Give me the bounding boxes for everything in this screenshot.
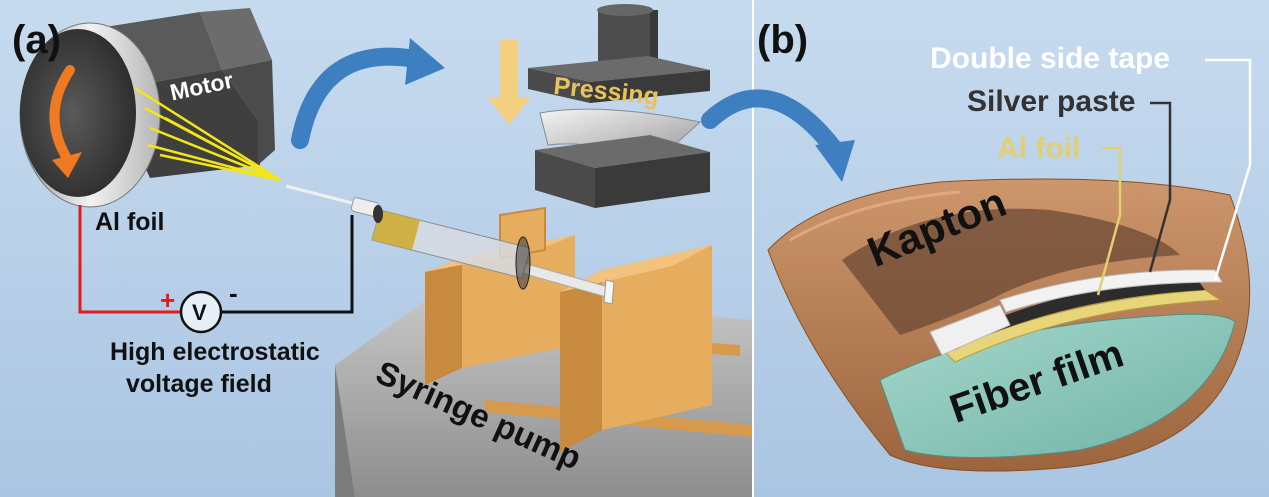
press-upper-plate-top: [528, 56, 710, 82]
pump-left-block-side: [425, 258, 462, 385]
hot-press: [488, 4, 710, 208]
voltage-caption-line1: High electrostatic: [110, 338, 320, 366]
syringe-plunger-end: [603, 279, 615, 305]
device-assembly: [767, 178, 1251, 472]
al-foil-layer: [944, 289, 1222, 363]
layer-label-double-side-tape: Double side tape: [930, 42, 1171, 75]
press-down-arrow: [488, 40, 530, 125]
press-column-side: [648, 10, 658, 68]
minus-sign: -: [229, 278, 238, 308]
press-upper-plate-right: [590, 70, 710, 103]
kapton-top-highlight: [789, 190, 961, 242]
press-lower-plate-front: [535, 150, 595, 208]
layer-label-al-foil: Al foil: [997, 132, 1081, 165]
pump-right-block-side: [560, 270, 602, 452]
panel-label-a: (a): [12, 18, 61, 62]
voltmeter: [179, 290, 223, 334]
rotation-arrow: [49, 65, 75, 165]
motor-body-top: [200, 8, 272, 70]
voltage-caption-line2: voltage field: [126, 370, 272, 398]
motor-body-right: [222, 60, 275, 165]
kapton-inner-layer: [842, 208, 1180, 335]
leader-silver-paste: [1148, 101, 1172, 273]
syringe-solution: [372, 210, 420, 250]
panel-divider: [752, 0, 754, 497]
voltmeter-symbol: V: [192, 300, 207, 325]
needle: [285, 184, 353, 205]
flow-arrow-2: [701, 89, 844, 159]
rotation-arrowhead: [52, 152, 82, 178]
press-upper-plate-front: [528, 68, 590, 103]
fiber-jet: [134, 86, 281, 182]
pump-right-block-front: [602, 245, 712, 430]
pump-base-edge: [335, 365, 355, 497]
press-lower-plate-top: [535, 135, 710, 168]
leader-al-foil: [1096, 146, 1122, 296]
flow-arrow-1: [291, 47, 429, 149]
wire-negative: [222, 215, 354, 314]
silver-paste-layer: [950, 276, 1205, 350]
panel-label-b: (b): [757, 18, 809, 62]
flow-arrow-1-head: [405, 38, 445, 85]
collector-drum: [19, 22, 161, 208]
syringe-tip-ring: [373, 205, 383, 223]
wire-positive: [78, 205, 180, 314]
electrode-tab: [929, 304, 1011, 356]
press-lower-plate-right: [595, 152, 710, 208]
syringe-flange: [515, 236, 531, 290]
flow-arrow-2-head: [815, 140, 855, 182]
leader-double-side-tape: [1205, 58, 1252, 281]
collector-label: Al foil: [95, 208, 165, 236]
plus-sign: +: [160, 285, 176, 315]
collector-face: [20, 29, 136, 197]
layer-label-silver-paste: Silver paste: [967, 85, 1136, 118]
double-side-tape-layer: [999, 269, 1223, 313]
pump-right-block-top: [560, 245, 712, 292]
syringe: [285, 184, 615, 305]
press-column-top: [597, 4, 653, 16]
